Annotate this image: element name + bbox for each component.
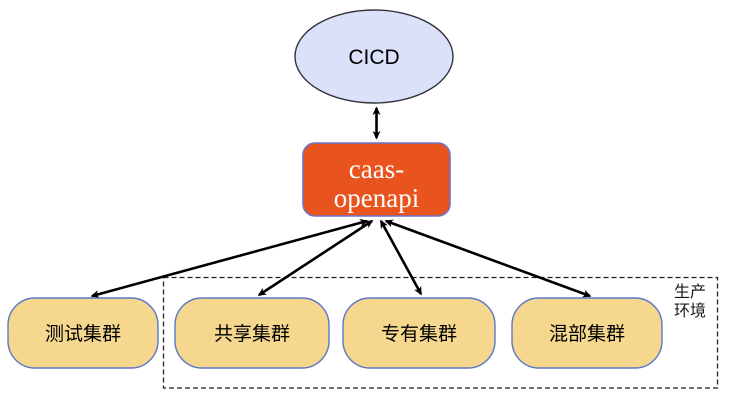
caas-openapi-label-line2: openapi [334, 183, 419, 213]
mixed-cluster-node[interactable] [511, 297, 663, 369]
edge-caasopenapi-test-cluster [90, 218, 369, 299]
edge-caasopenapi-shared-cluster [257, 219, 374, 297]
dedicated-cluster-label: 专有集群 [381, 323, 457, 345]
test-cluster-label: 测试集群 [45, 323, 121, 345]
production-env-label-line2: 环境 [674, 301, 706, 320]
production-env-label-line1: 生产 [674, 283, 706, 301]
cicd-node-label: CICD [348, 46, 399, 69]
test-cluster-node[interactable] [7, 297, 159, 369]
caas-openapi-node[interactable] [302, 142, 451, 217]
shared-cluster-label: 共享集群 [214, 323, 290, 345]
edge-caasopenapi-mixed-cluster [384, 219, 592, 298]
mixed-cluster-label: 混部集群 [549, 323, 625, 345]
caas-openapi-label-line1: caas- [349, 154, 404, 184]
cicd-node[interactable] [294, 9, 454, 104]
shared-cluster-node[interactable] [174, 297, 330, 369]
dedicated-cluster-node[interactable] [342, 297, 496, 369]
